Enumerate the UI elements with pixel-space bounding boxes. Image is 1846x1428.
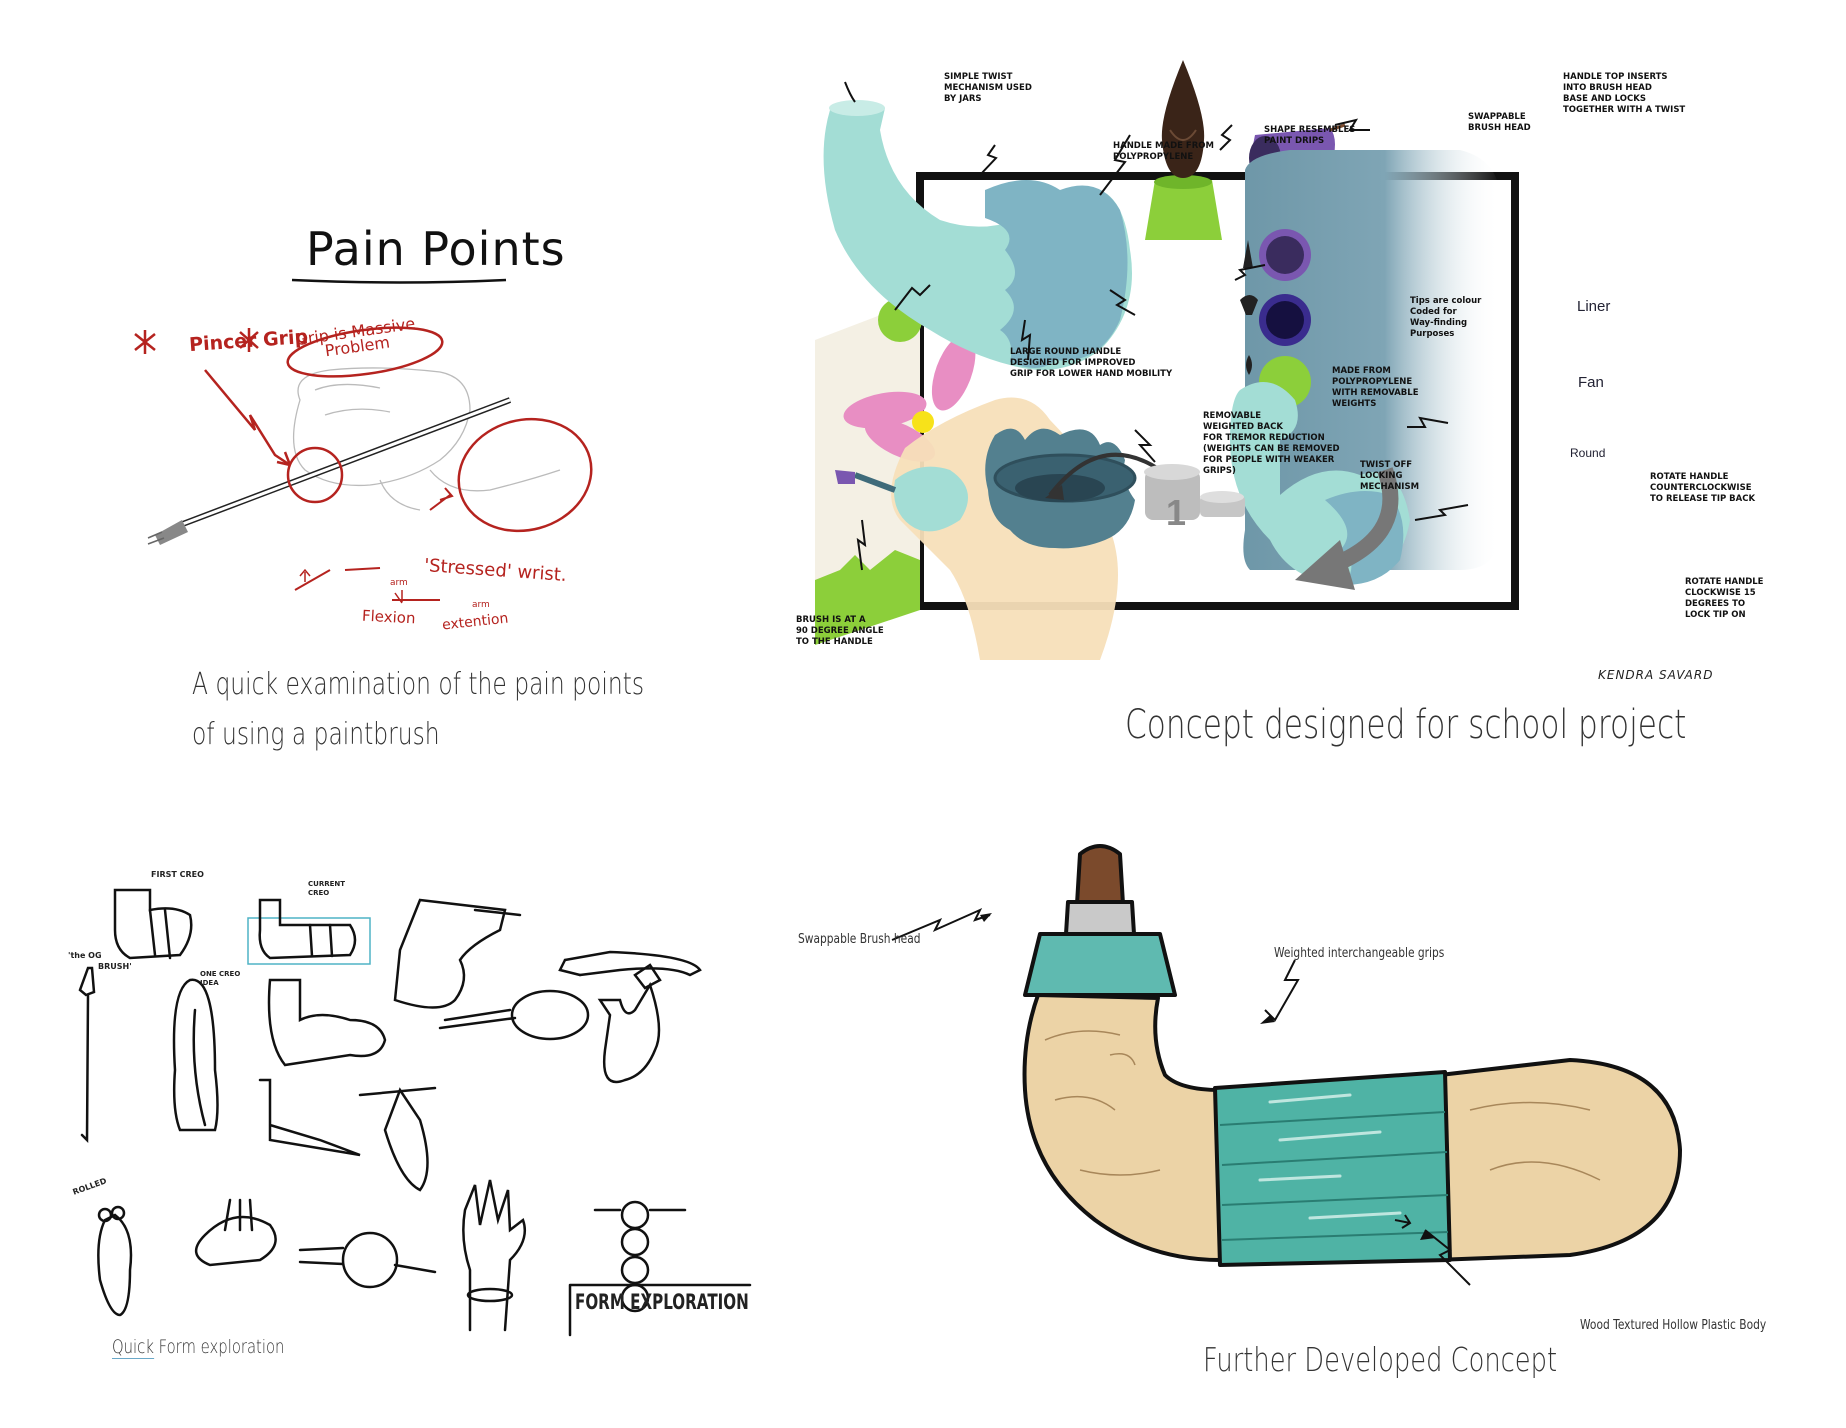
current-creo-label: CURRENT CREO [308,880,346,897]
form-caption: Quick Form exploration [112,1336,285,1359]
label-brush-angle: BRUSH IS AT A 90 DEGREE ANGLE TO THE HAN… [796,615,884,647]
label-rotate-cw: ROTATE HANDLE CLOCKWISE 15 DEGREES TO LO… [1685,577,1764,620]
tip-liner-label: Liner [1577,298,1611,315]
label-twist-mechanism: SIMPLE TWIST MECHANISM USED BY JARS [944,72,1032,104]
pain-points-title: Pain Points [306,222,566,276]
curved-arrow-icon [1295,467,1399,590]
flexion-label: Flexion [361,606,416,628]
artist-signature: KENDRA SAVARD [1598,668,1714,682]
label-rotate-ccw: ROTATE HANDLE COUNTERCLOCKWISE TO RELEAS… [1650,472,1756,504]
og-brush-label: 'the OG BRUSH' [68,951,132,971]
fan-brush-icon [1240,295,1258,315]
label-weighted-grips: Weighted interchangeable grips [1274,946,1445,961]
further-caption: Further Developed Concept [1203,1340,1558,1379]
form-sketches [78,888,752,1337]
concept-caption: Concept designed for school project [1125,702,1687,748]
form-exploration-stamp: FORM EXPLORATION [575,1290,749,1314]
label-polypropylene: HANDLE MADE FROM POLYPROPYLENE [1113,141,1214,162]
first-creo-label: FIRST CREO [151,870,204,879]
label-tips-colour: Tips are colour Coded for Way-finding Pu… [1410,296,1482,339]
pain-points-caption: A quick examination of the pain points o… [192,667,645,752]
label-made-from: MADE FROM POLYPROPYLENE WITH REMOVABLE W… [1332,366,1419,409]
label-swappable-head: SWAPPABLE BRUSH HEAD [1468,112,1531,133]
paintbrush-icon [147,397,512,545]
concept-illustration [815,60,1519,660]
label-removable-weight: REMOVABLE WEIGHTED BACK FOR TREMOR REDUC… [1203,411,1340,476]
label-swappable-brush-head: Swappable Brush head [798,932,921,947]
tip-fan-label: Fan [1578,374,1604,391]
title-underline [291,278,507,284]
label-paint-drips: SHAPE RESEMBLES PAINT DRIPS [1264,125,1356,146]
brush-tip-icon [1243,240,1253,268]
label-wood-body: Wood Textured Hollow Plastic Body [1580,1318,1767,1333]
arm-label-bottom: arm [472,600,490,610]
label-handle-top: HANDLE TOP INSERTS INTO BRUSH HEAD BASE … [1563,72,1686,115]
pain-points-sketch [134,326,593,604]
label-twist-off: TWIST OFF LOCKING MECHANISM [1360,460,1420,492]
label-large-round-handle: LARGE ROUND HANDLE DESIGNED FOR IMPROVED… [1010,347,1173,379]
developed-concept-illustration [891,844,1682,1286]
arm-label-top: arm [390,578,408,588]
tip-round-label: Round [1570,446,1606,460]
weight-number: 1 [1166,492,1187,533]
one-creo-idea-label: ONE CREO IDEA [200,970,241,987]
